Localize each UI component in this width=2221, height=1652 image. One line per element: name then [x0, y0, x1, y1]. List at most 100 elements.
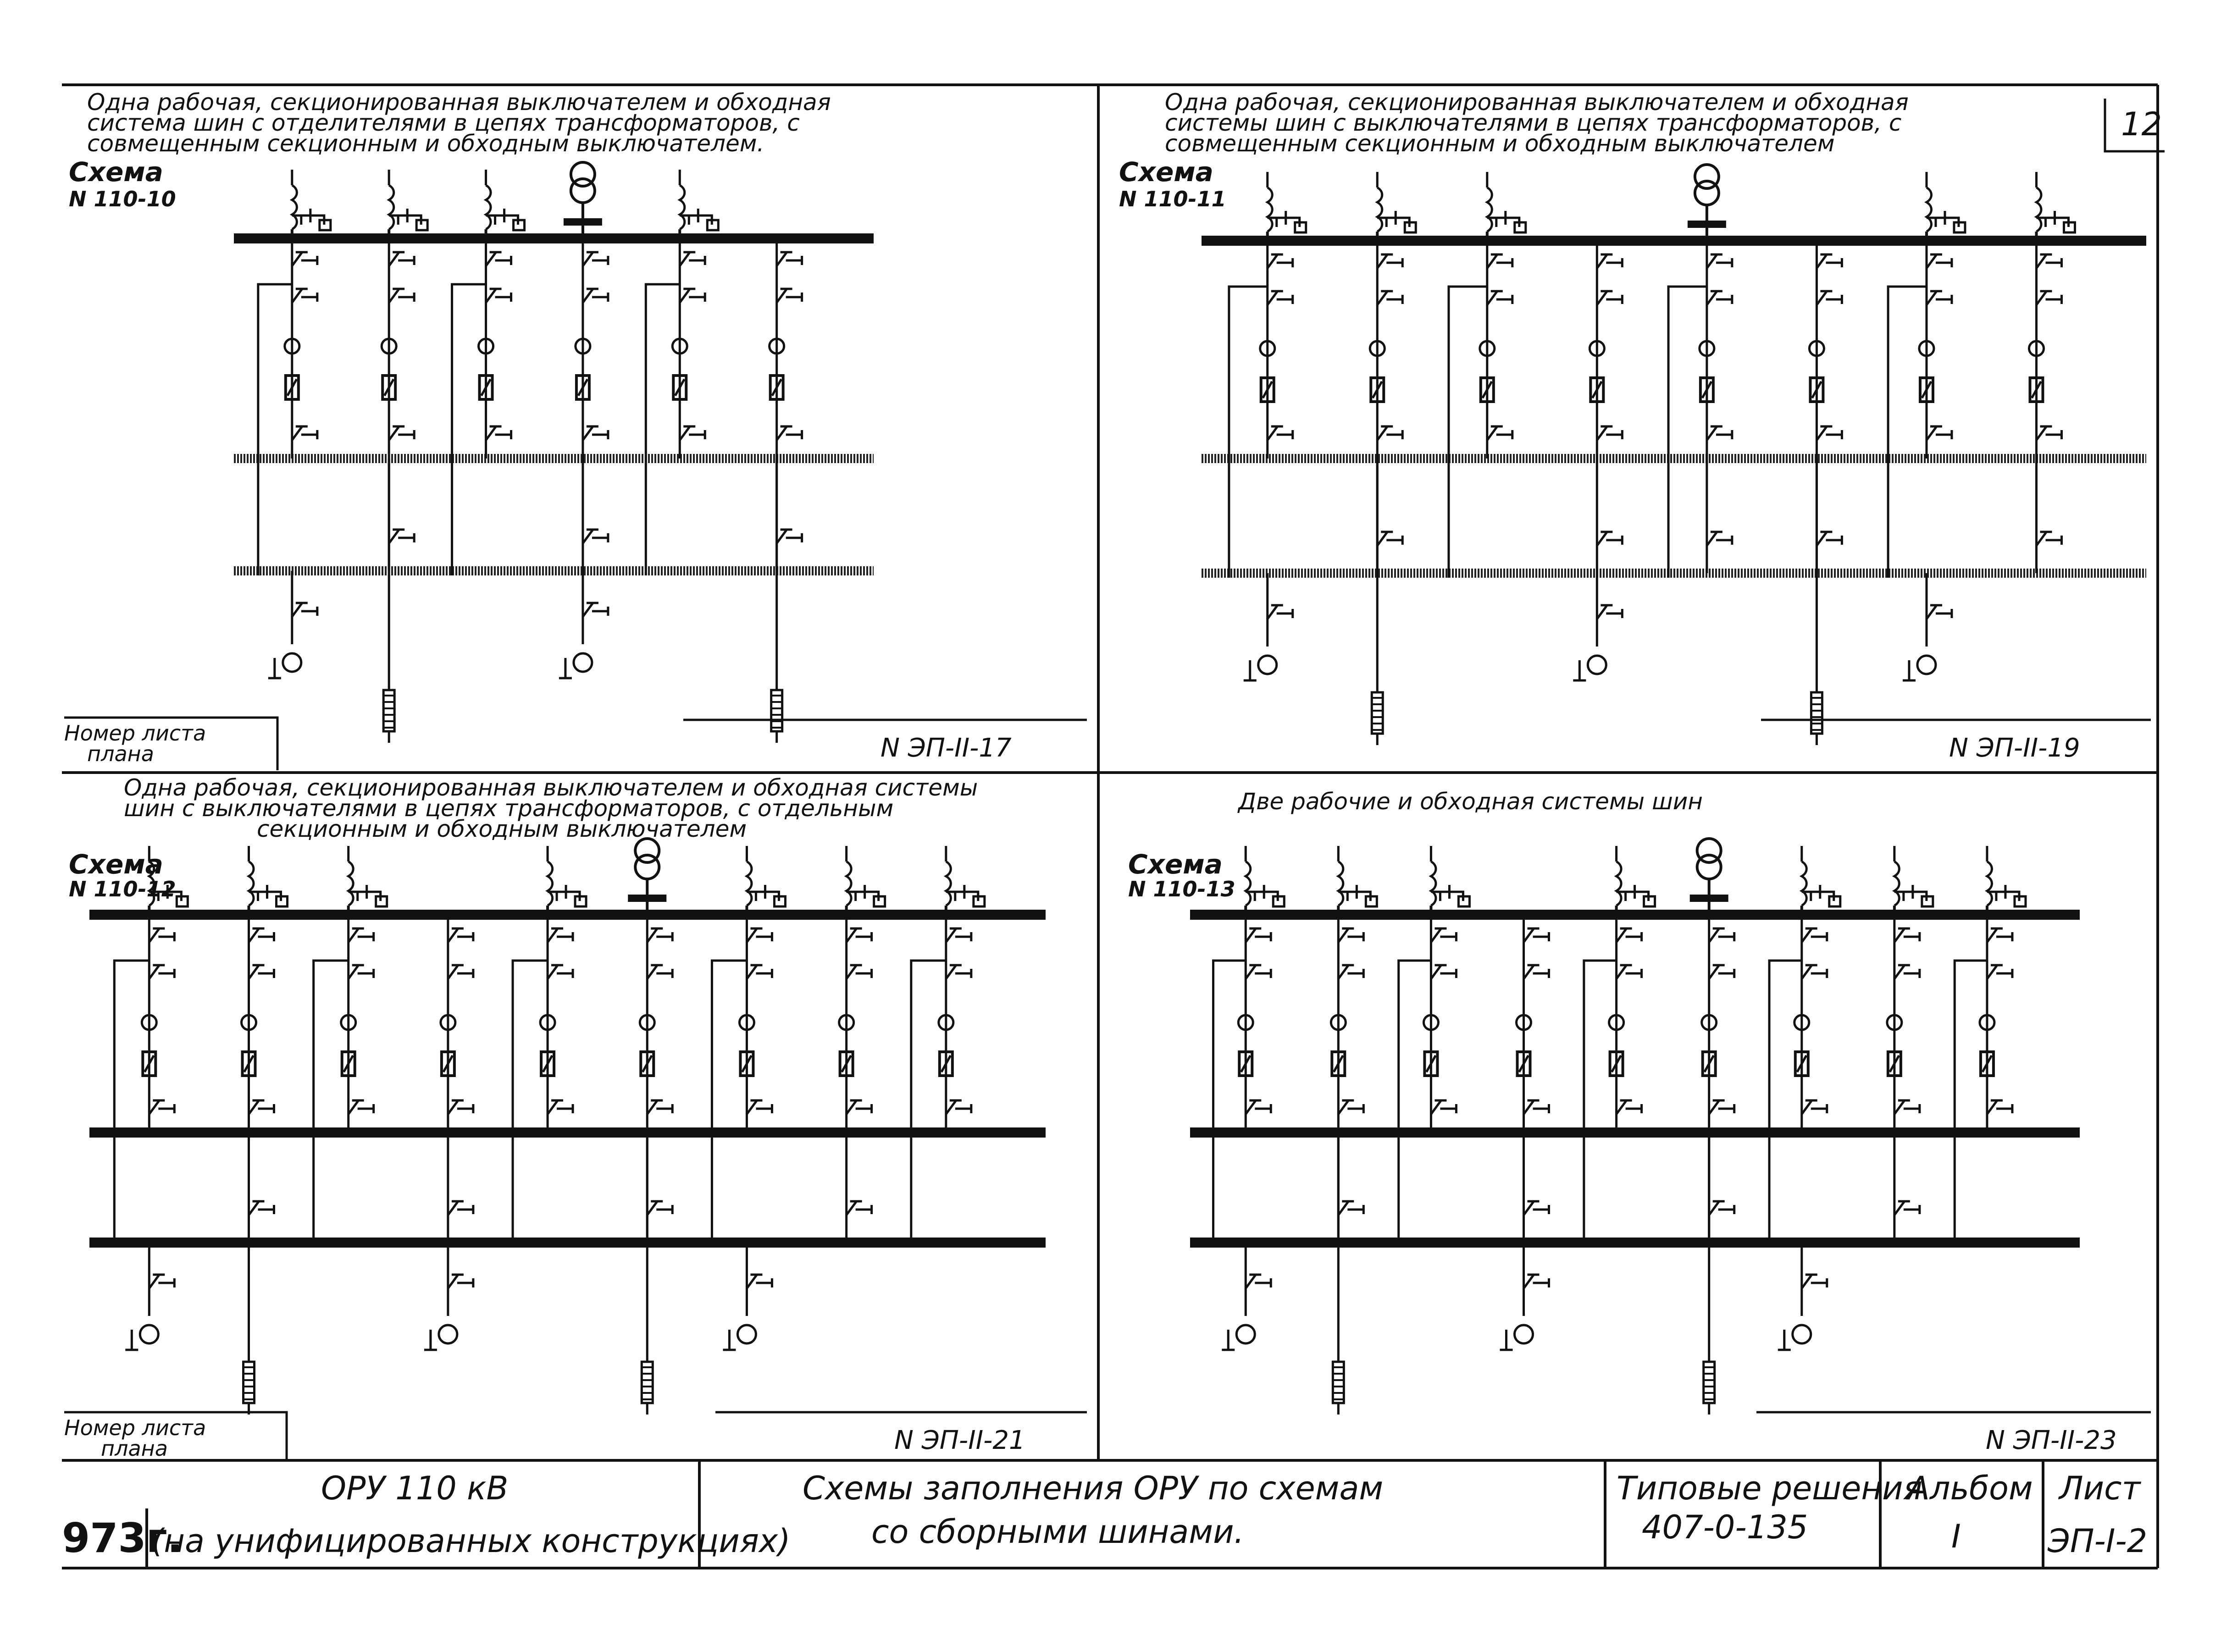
disconnector-symbol: [1706, 530, 1734, 547]
disconnector-symbol: [148, 964, 176, 980]
disconnector-symbol: [1816, 290, 1843, 306]
disconnector-symbol: [775, 287, 803, 304]
q1-scheme-label: Схема: [69, 156, 163, 188]
current-transformer-symbol: [768, 337, 786, 355]
tb-name-line-1: Схемы заполнения ОРУ по схемам: [803, 1470, 1383, 1507]
bay-5: [511, 846, 587, 1247]
breaker-slash: [286, 378, 298, 397]
breaker-symbol: [540, 1050, 556, 1077]
bypass-link: [1887, 285, 1927, 578]
bypass-link: [910, 959, 946, 1247]
disconnector-symbol: [148, 927, 176, 943]
bay-3: [1397, 846, 1471, 1247]
page-number-corner: 12: [2104, 99, 2165, 153]
quadrant-110-12: Одна рабочая, секционированная выключате…: [64, 774, 1087, 1461]
disconnector-symbol: [582, 287, 609, 304]
line-trap-symbol: [744, 860, 753, 907]
tb-year: 973г.: [62, 1514, 183, 1562]
bay-8: [838, 846, 886, 1243]
line-entry-symbol: [1925, 172, 1960, 227]
coupling-capacitor-symbol: [873, 895, 886, 908]
disconnector-symbol: [775, 425, 803, 441]
coupling-capacitor-symbol: [706, 219, 720, 232]
breaker-symbol: [672, 374, 688, 401]
tb-object-line-2: (на унифицированных конструкциях): [151, 1522, 791, 1560]
disconnector-symbol: [1925, 253, 1953, 269]
bypass-link: [1768, 959, 1802, 1247]
line-entry-symbol: [1429, 846, 1464, 901]
bay-5: [1583, 846, 1656, 1247]
current-transformer-symbol: [477, 337, 495, 355]
line-entry-symbol: [347, 846, 382, 901]
quadrant-110-13: Две рабочие и обходная системы шин Схема…: [1128, 788, 2151, 1455]
disconnector-symbol: [347, 1099, 375, 1115]
disconnector-symbol: [1925, 425, 1953, 441]
q1-title-line-3: совмещенным секционным и обходным выключ…: [87, 130, 764, 157]
current-transformer-symbol: [283, 337, 301, 355]
q3-title-line-3: секционным и обходным выключателем: [257, 816, 747, 842]
q1-title-line-1: Одна рабочая, секционированная выключате…: [87, 89, 831, 116]
disconnector-symbol: [1245, 964, 1272, 980]
line-trap-symbol: [147, 860, 155, 907]
voltage-transformer-symbol: [438, 1324, 459, 1345]
disconnector-symbol: [582, 602, 609, 618]
voltage-transformer-symbol: [138, 1324, 160, 1345]
line-entry-symbol: [945, 846, 980, 901]
line-trap-symbol: [1799, 860, 1808, 907]
tb-album-number: I: [1951, 1518, 1961, 1555]
disconnector-symbol: [1245, 1273, 1272, 1289]
disconnector-symbol: [845, 1200, 873, 1216]
breaker-slash: [383, 378, 395, 397]
bypass-link: [1447, 285, 1487, 578]
disconnector-symbol: [248, 964, 275, 980]
breaker-slash: [841, 1055, 852, 1073]
q4-sheet-ref: N ЭП-II-23: [1986, 1425, 2117, 1455]
line-trap-symbol: [1375, 186, 1384, 233]
bypass-link: [1397, 959, 1431, 1247]
voltage-transformer-symbol: [1235, 1324, 1256, 1345]
disconnector-symbol: [945, 964, 973, 980]
disconnector-symbol: [775, 251, 803, 267]
disconnector-symbol: [1266, 425, 1294, 441]
q4-title-line-1: Две рабочие и обходная системы шин: [1237, 788, 1703, 815]
disconnector-symbol: [447, 964, 475, 980]
quadrant-110-11: Одна рабочая, секционированная выключате…: [1119, 89, 2151, 763]
bay-6: [768, 238, 803, 743]
breaker-slash: [1591, 381, 1603, 399]
breaker-symbol: [1238, 1050, 1254, 1077]
line-trap-symbol: [2034, 186, 2043, 233]
line-entry-symbol: [745, 846, 780, 901]
disconnector-symbol: [347, 927, 375, 943]
bay-1: [257, 170, 332, 680]
disconnector-symbol: [1986, 927, 2014, 943]
line-trap-symbol: [1429, 860, 1437, 907]
disconnector-symbol: [1430, 1099, 1457, 1115]
breaker-slash: [243, 1055, 255, 1073]
line-trap-symbol: [483, 184, 492, 231]
disconnector-symbol: [1523, 964, 1550, 980]
voltage-transformer-symbol: [1916, 654, 1937, 675]
disconnector-symbol: [1816, 530, 1843, 547]
current-transformer-symbol: [1479, 340, 1496, 357]
bay-4: [1500, 915, 1550, 1351]
disconnector-symbol: [1523, 1273, 1550, 1289]
disconnector-symbol: [1615, 1099, 1643, 1115]
q2-title-line-1: Одна рабочая, секционированная выключате…: [1165, 89, 1909, 116]
disconnector-symbol: [291, 287, 319, 304]
bypass-link: [113, 959, 150, 1247]
breaker-slash: [1703, 1055, 1715, 1073]
disconnector-symbol: [547, 927, 574, 943]
breaker-slash: [577, 378, 589, 397]
breaker-symbol: [769, 374, 785, 401]
disconnector-symbol: [447, 1200, 475, 1216]
breaker-symbol: [1979, 1050, 1995, 1077]
transformer-winding: [634, 854, 661, 880]
ground-symbol: [1778, 1330, 1791, 1351]
disconnector-symbol: [447, 927, 475, 943]
coupling-capacitor-symbol: [1403, 221, 1417, 234]
bay-6: [628, 837, 674, 1414]
disconnector-symbol: [1615, 927, 1643, 943]
disconnector-symbol: [1523, 1099, 1550, 1115]
q2-scheme-label: Схема: [1119, 156, 1213, 188]
tb-object-line-1: ОРУ 110 кВ: [321, 1470, 508, 1507]
